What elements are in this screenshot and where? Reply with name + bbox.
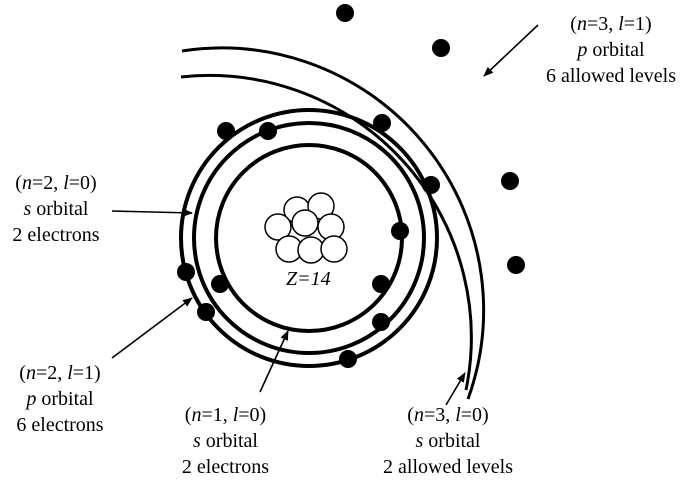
l-var: l <box>232 404 239 426</box>
electron-n2-l1 <box>422 176 440 194</box>
occupancy-text: 2 allowed levels <box>383 456 513 478</box>
n-var: n <box>21 172 32 194</box>
n-var: n <box>576 13 587 35</box>
arrow-n3-l0 <box>445 372 466 406</box>
n-value: =2, <box>31 172 64 194</box>
orbital-letter: p <box>577 39 588 61</box>
nucleus-label: Z=14 <box>286 268 331 291</box>
electron-n2-l0 <box>391 222 409 240</box>
nucleus-label-eq: = <box>297 268 311 290</box>
orbital-letter: p <box>26 388 37 410</box>
shell-n2-l0-ring <box>192 121 426 355</box>
nucleus-label-var: Z <box>286 268 298 290</box>
shell-n2-l1-ring <box>179 108 439 368</box>
l-value: =0) <box>68 172 97 194</box>
l-value: =0) <box>238 404 267 426</box>
electron-n2-l1 <box>197 303 215 321</box>
orbital-letter: s <box>192 430 201 452</box>
l-value: =1) <box>72 362 101 384</box>
electron-n3 <box>336 4 354 22</box>
nucleon <box>264 213 292 241</box>
arrow-n2-l1 <box>111 297 193 359</box>
nucleon <box>291 209 319 237</box>
occupancy-text: 6 allowed levels <box>546 65 676 87</box>
n-var: n <box>191 404 202 426</box>
electron-n3 <box>339 350 357 368</box>
electron-n1-l0 <box>211 275 229 293</box>
pointer-arrows <box>111 24 539 406</box>
nucleus <box>264 192 348 264</box>
l-value: =0) <box>460 404 489 426</box>
l-var: l <box>455 404 461 426</box>
electron-n2-l1 <box>372 313 390 331</box>
electron-n1-l0 <box>372 275 390 293</box>
label-n2-l1: (n=2, l=1) p orbital 6 electrons <box>0 360 120 438</box>
paren-open: ( <box>570 13 577 35</box>
label-n3-l1: (n=3, l=1) p orbital 6 allowed levels <box>536 11 685 89</box>
arrow-n3-l1 <box>483 24 539 77</box>
label-n3-l0: (n=3, l=0) s orbital 2 allowed levels <box>368 402 528 480</box>
l-var: l <box>67 362 73 384</box>
occupancy-text: 2 electrons <box>12 224 100 246</box>
shell-n3-l1-arc <box>181 46 486 400</box>
electron-n3 <box>501 172 519 190</box>
l-value: =1) <box>623 13 652 35</box>
electrons <box>177 4 525 368</box>
nucleon <box>320 235 348 263</box>
arrow-n2-l0 <box>111 208 193 217</box>
nucleon <box>297 236 325 264</box>
orbital-letter: s <box>23 198 32 220</box>
electron-n3 <box>432 39 450 57</box>
orbital-word: orbital <box>423 430 481 452</box>
l-var: l <box>618 13 624 35</box>
electron-n3 <box>507 256 525 274</box>
n-value: =3, <box>423 404 456 426</box>
arrow-n1-l0 <box>259 330 289 393</box>
l-var: l <box>63 172 69 194</box>
n-value: =3, <box>586 13 619 35</box>
label-n1-l0: (n=1, l=0) s orbital 2 electrons <box>158 402 293 480</box>
electron-n2-l1 <box>373 114 391 132</box>
orbital-letter: s <box>415 430 424 452</box>
occupancy-text: 6 electrons <box>16 414 104 436</box>
orbital-word: orbital <box>31 198 89 220</box>
orbital-word: orbital <box>587 39 645 61</box>
n-var: n <box>413 404 424 426</box>
electron-n2-l1 <box>259 122 277 140</box>
label-n2-l0: (n=2, l=0) s orbital 2 electrons <box>0 170 112 248</box>
orbital-word: orbital <box>200 430 258 452</box>
paren-open: ( <box>19 362 26 384</box>
paren-open: ( <box>407 404 414 426</box>
n-value: =1, <box>201 404 233 426</box>
electron-n2-l0 <box>177 263 195 281</box>
paren-open: ( <box>184 404 192 426</box>
nucleus-label-val: 14 <box>310 268 331 290</box>
n-var: n <box>25 362 36 384</box>
occupancy-text: 2 electrons <box>181 456 270 478</box>
shell-n3-l0-arc <box>180 73 473 391</box>
n-value: =2, <box>35 362 68 384</box>
orbital-word: orbital <box>36 388 94 410</box>
electron-n2-l1 <box>217 122 235 140</box>
paren-open: ( <box>15 172 22 194</box>
